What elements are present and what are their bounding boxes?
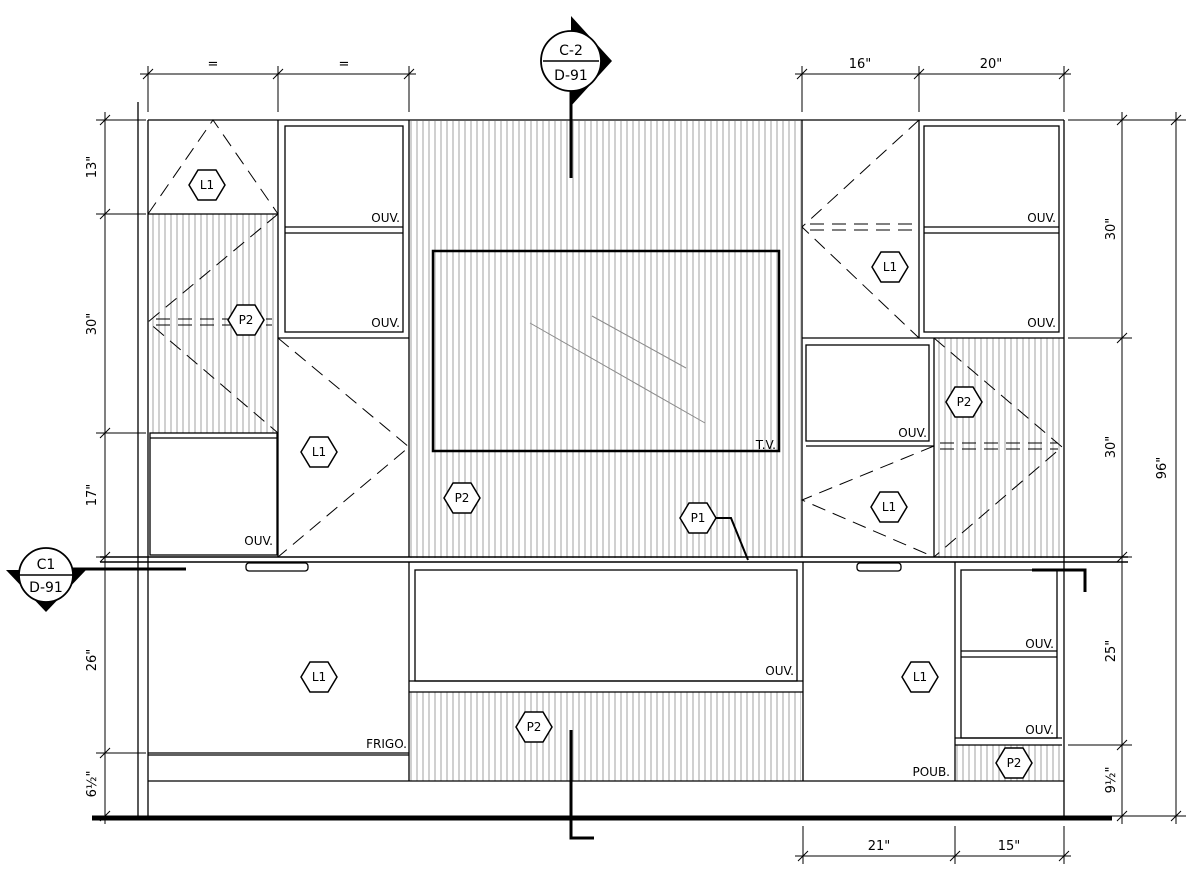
- svg-text:L1: L1: [882, 500, 896, 514]
- svg-text:P2: P2: [455, 491, 470, 505]
- panel-upper-right: [934, 338, 1062, 558]
- tag-p2: P2: [443, 482, 481, 514]
- dim-top-left-a: =: [208, 57, 219, 72]
- svg-text:P2: P2: [1007, 756, 1022, 770]
- dim-top-right-a: 16": [849, 57, 872, 72]
- dim-right-base: 9½": [1104, 767, 1119, 794]
- tag-l1: L1: [871, 251, 909, 283]
- label-ouv: OUV.: [1027, 316, 1056, 330]
- dim-top-right-b: 20": [980, 57, 1003, 72]
- tag-p1: P1: [679, 502, 749, 561]
- dimension-lines: [96, 66, 1186, 864]
- dim-left-17: 17": [85, 484, 100, 507]
- dim-right-30b: 30": [1104, 436, 1119, 459]
- svg-text:L1: L1: [883, 260, 897, 274]
- dim-left-base: 6½": [85, 771, 100, 798]
- tv-reflection: [529, 315, 706, 424]
- section-ref-left: C1: [37, 557, 56, 573]
- svg-text:L1: L1: [913, 670, 927, 684]
- svg-text:P2: P2: [239, 313, 254, 327]
- tag-p2: P2: [945, 386, 983, 418]
- tag-p2: P2: [995, 747, 1033, 779]
- label-ouv: OUV.: [244, 534, 273, 548]
- dim-right-25: 25": [1104, 640, 1119, 663]
- dim-bottom-15: 15": [998, 839, 1021, 854]
- svg-text:P2: P2: [957, 395, 972, 409]
- section-sheet-top: D-91: [554, 68, 588, 84]
- svg-text:L1: L1: [312, 445, 326, 459]
- tag-p2: P2: [227, 304, 265, 336]
- dim-right-30a: 30": [1104, 218, 1119, 241]
- tag-p2: P2: [515, 711, 553, 743]
- label-ouv: OUV.: [1025, 637, 1054, 651]
- section-cut-lines: [60, 90, 1087, 840]
- section-marker-top: C-2 D-91: [540, 16, 612, 106]
- svg-text:L1: L1: [200, 178, 214, 192]
- tag-l1: L1: [901, 661, 939, 693]
- svg-text:P1: P1: [691, 511, 706, 525]
- label-ouv: OUV.: [898, 426, 927, 440]
- dim-bottom-21: 21": [868, 839, 891, 854]
- dim-left-30: 30": [85, 313, 100, 336]
- panel-tv-wall: [410, 121, 801, 558]
- label-ouv: OUV.: [1027, 211, 1056, 225]
- dim-left-13: 13": [85, 156, 100, 179]
- section-sheet-left: D-91: [29, 580, 63, 596]
- svg-text:L1: L1: [312, 670, 326, 684]
- cabinet-labels: OUV. OUV. OUV. OUV. OUV. OUV. OUV. OUV. …: [244, 211, 1056, 779]
- material-tags: L1 P2 L1 P2 P1 L1 P2: [188, 169, 1033, 779]
- tag-l1: L1: [300, 661, 338, 693]
- tag-l1: L1: [300, 436, 338, 468]
- label-ouv: OUV.: [371, 316, 400, 330]
- tag-l1: L1: [870, 491, 908, 523]
- svg-text:P2: P2: [527, 720, 542, 734]
- label-ouv: OUV.: [765, 664, 794, 678]
- label-tv: T.V.: [755, 438, 776, 452]
- dim-overall: 96": [1155, 457, 1170, 480]
- tag-l1: L1: [188, 169, 226, 201]
- label-ouv: OUV.: [1025, 723, 1054, 737]
- dim-top-left-b: =: [339, 57, 350, 72]
- section-marker-left: C1 D-91: [6, 547, 86, 612]
- label-frigo: FRIGO.: [366, 737, 407, 751]
- panel-lower-center: [410, 692, 801, 781]
- label-poub: POUB.: [912, 765, 950, 779]
- section-ref-top: C-2: [559, 43, 583, 59]
- dim-left-26: 26": [85, 649, 100, 672]
- cabinet-outlines: [92, 102, 1128, 821]
- dimension-texts: = = 16" 20" 13" 30" 17" 26" 6½" 30" 30" …: [85, 57, 1170, 854]
- label-ouv: OUV.: [371, 211, 400, 225]
